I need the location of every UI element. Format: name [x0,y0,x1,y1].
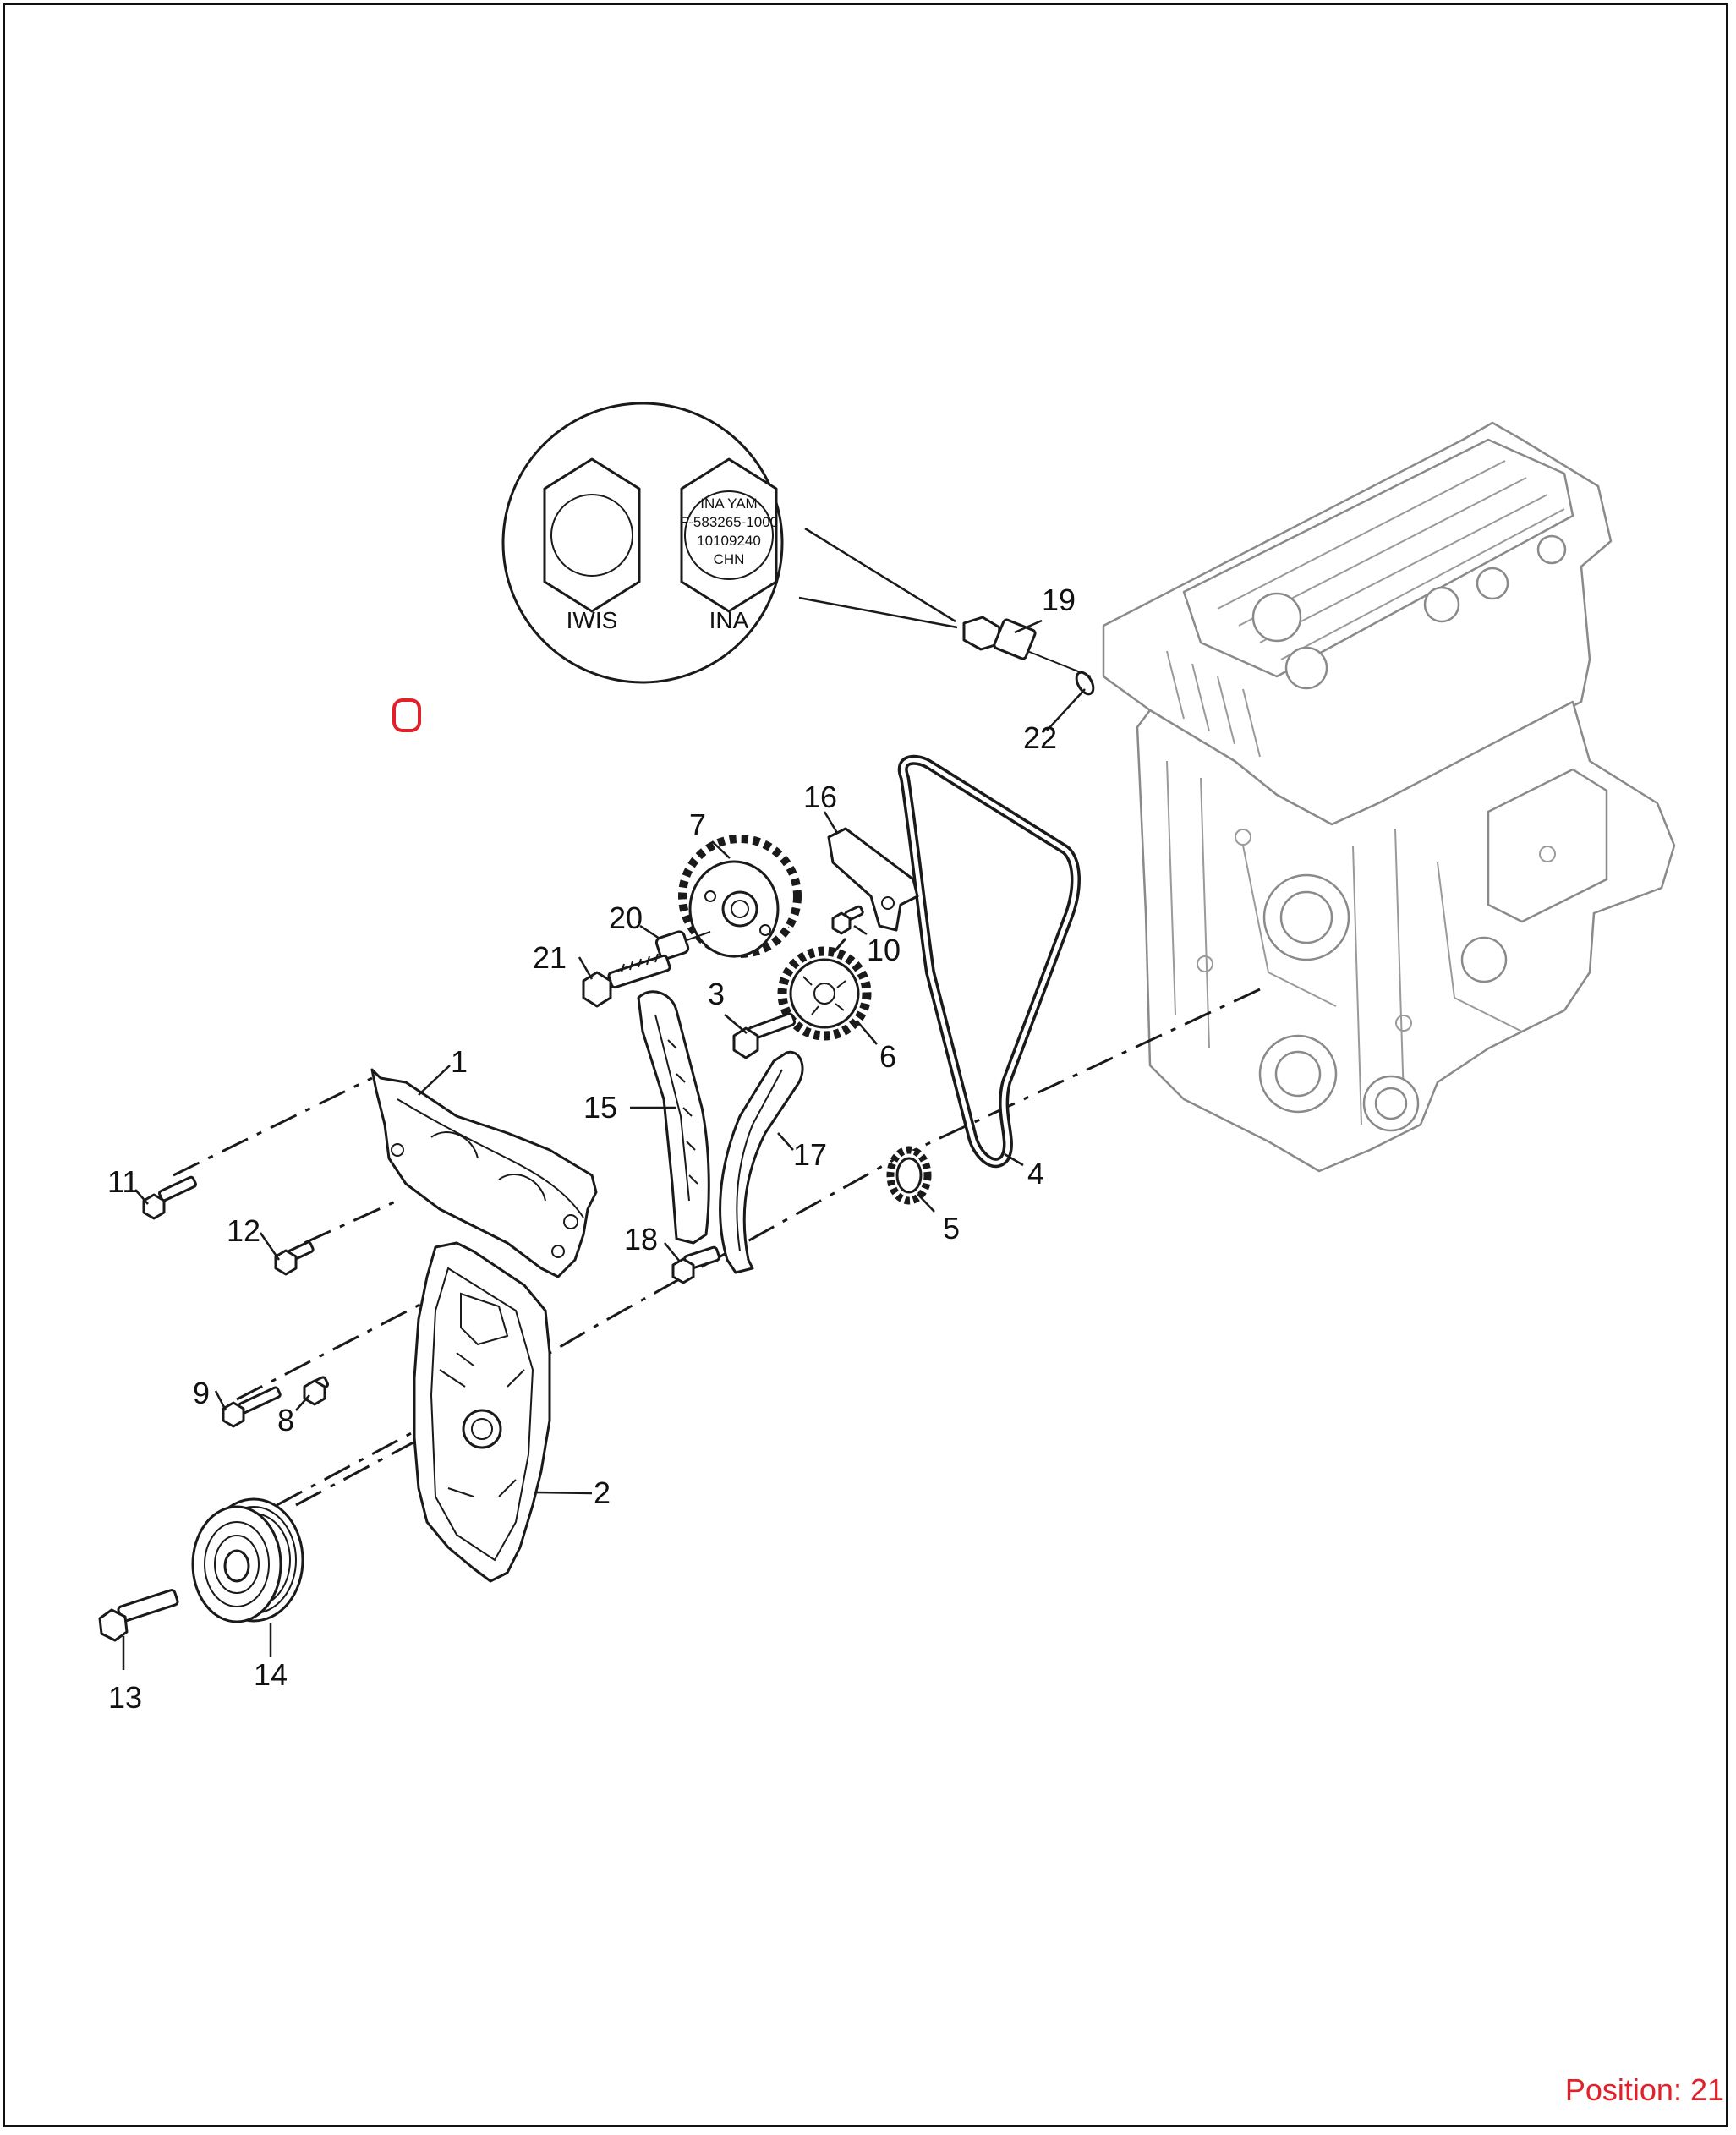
part-14-crank-pulley [191,1497,304,1623]
part-3-bolt [732,1012,797,1059]
callout-10: 10 [867,933,901,967]
part-21-bolt [582,953,671,1008]
position-label: Position: 21 [1564,2072,1724,2107]
callout-labels: 1 2 3 4 5 6 7 8 9 10 11 12 13 14 15 16 1… [107,583,1076,1715]
part-7-cam-phaser [678,835,802,958]
ina-label: INA [709,607,749,633]
callout-16: 16 [803,780,837,814]
ina-marking-line-2: F-583265-1000 [680,514,778,530]
callout-7: 7 [689,807,706,842]
callout-1: 1 [451,1044,468,1079]
callout-4: 4 [1027,1156,1044,1191]
iwis-label: IWIS [567,607,618,633]
sensor-detail-callout: INA YAM F-583265-1000 10109240 CHN IWIS … [501,402,958,684]
engine-block [1102,421,1676,1173]
part-19-sensor [962,616,1095,696]
callout-17: 17 [793,1137,827,1172]
part-18-bolt [671,1245,720,1284]
callout-11: 11 [107,1164,139,1199]
part-6-cam-sprocket [777,946,872,1041]
callout-19: 19 [1042,583,1076,617]
part-1-upper-cover [370,1068,598,1278]
callout-20: 20 [609,901,643,935]
iwis-hex-icon [543,457,641,613]
callout-13: 13 [108,1680,142,1715]
leader-lines [122,619,1086,1670]
part-9-bolt [222,1386,282,1428]
part-15-tensioner-rail [637,990,710,1245]
part-10-bolt [831,905,864,935]
position-marker [392,698,421,732]
callout-6: 6 [879,1039,896,1074]
part-16-upper-guide [827,827,919,932]
part-11-bolt [142,1175,197,1220]
callout-5: 5 [943,1211,960,1245]
callout-3: 3 [708,977,725,1011]
callout-18: 18 [624,1222,658,1256]
callout-2: 2 [594,1475,611,1510]
callout-9: 9 [193,1376,210,1410]
drawing-frame [3,3,1728,2127]
part-5-crank-sprocket [886,1146,932,1205]
callout-14: 14 [254,1657,288,1692]
ina-marking-line-4: CHN [714,551,745,567]
ina-marking-line-1: INA YAM [700,495,757,512]
callout-22: 22 [1023,720,1057,755]
callout-15: 15 [583,1090,617,1125]
part-8-bolt [303,1376,330,1406]
ina-marking-line-3: 10109240 [697,533,761,549]
part-13-pulley-bolt [98,1589,179,1642]
part-20-sleeve [654,930,711,961]
callout-12: 12 [227,1213,260,1248]
part-12-bolt [274,1240,315,1276]
callout-21: 21 [533,940,567,975]
callout-8: 8 [277,1403,294,1437]
part-17-guide-rail [719,1050,804,1274]
